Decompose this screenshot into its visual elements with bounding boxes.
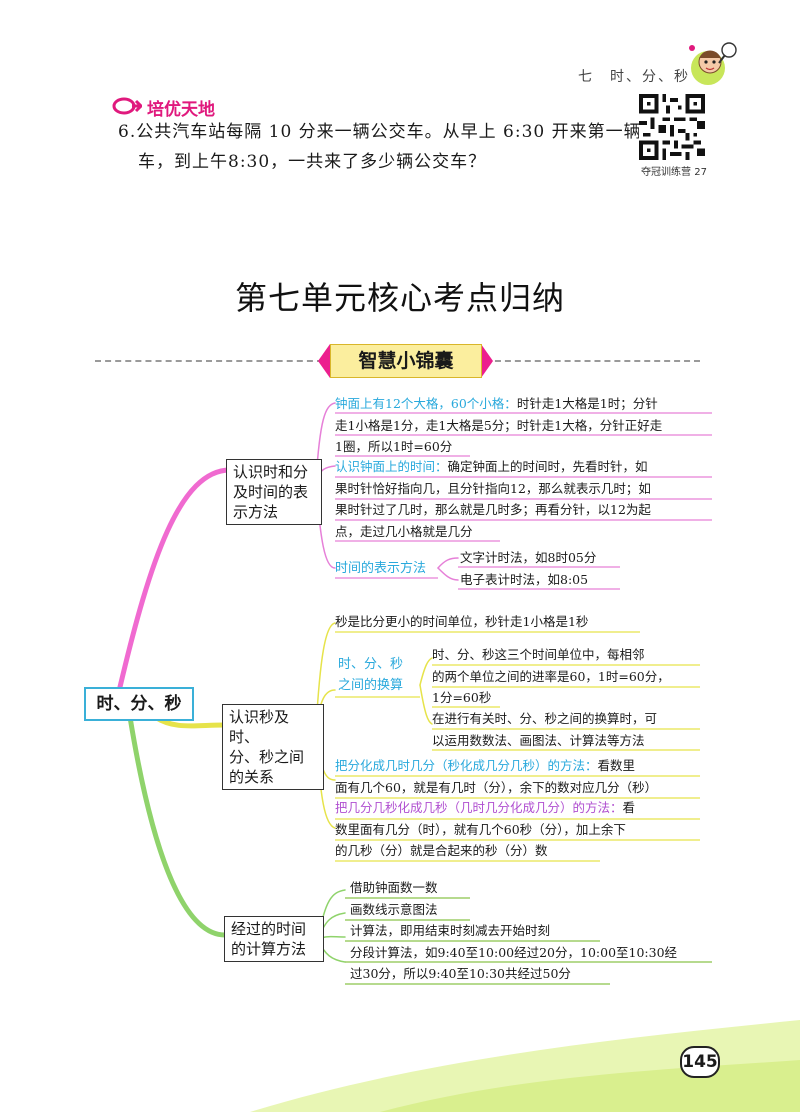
item-text: 面有几个60，就是有几时（分），余下的数对应几分（秒） xyxy=(335,779,658,795)
item-text: 的两个单位之间的进率是60，1时=60分， xyxy=(432,668,670,684)
branch-1-title-line: 认识时和分 xyxy=(233,463,309,481)
item-text: 时针走1大格是1时；分针 xyxy=(516,396,658,411)
item-label: 把几分几秒化成几秒（几时几分化成几分）的方法： xyxy=(335,800,623,815)
mindmap-root: 时、分、秒 xyxy=(84,687,194,721)
b1-item-1: 钟面上有12个大格，60个小格：时针走1大格是1时；分针 走1小格是1分，走1大… xyxy=(335,393,662,458)
item-text: 1圈，所以1时=60分 xyxy=(335,439,453,454)
divider-left xyxy=(95,360,323,362)
item-text: 确定钟面上的时间时，先看时针，如 xyxy=(447,459,648,474)
branch-1-title-line: 示方法 xyxy=(233,503,279,521)
item-label: 把分化成几时几分（秒化成几分几秒）的方法： xyxy=(335,758,598,773)
chapter-header: 七 时、分、秒 xyxy=(578,69,690,85)
b3-items: 借助钟面数一数 画数线示意图法 计算法，即用结束时刻减去开始时刻 分段计算法，如… xyxy=(350,877,677,985)
branch-node-3: 经过的时间 的计算方法 xyxy=(224,916,324,962)
page-number: 145 xyxy=(680,1046,720,1078)
section-title: 培优天地 xyxy=(147,100,215,120)
branch-1-title-line: 及时间的表 xyxy=(233,483,309,501)
item-text: 果时针过了几时，那么就是几时多；再看分针，以12为起 xyxy=(335,502,651,517)
b2-item-2-sub-2: 在进行有关时、分、秒之间的换算时，可 以运用数数法、画图法、计算法等方法 xyxy=(432,708,657,751)
b1-item-2: 认识钟面上的时间：确定钟面上的时间时，先看时针，如 果时针恰好指向几，且分针指向… xyxy=(335,456,651,542)
question-line-1: 6.公共汽车站每隔 10 分来一辆公交车。从早上 6:30 开来第一辆 xyxy=(118,122,642,142)
item-text: 在进行有关时、分、秒之间的换算时，可 xyxy=(432,711,658,726)
b1-item-3-subs: 文字计时法，如8时05分 电子表计时法，如8:05 xyxy=(460,547,596,590)
list-item: 画数线示意图法 xyxy=(350,901,438,917)
tips-banner: 智慧小锦囊 xyxy=(330,344,482,378)
branch-node-2: 认识秒及时、 分、秒之间 的关系 xyxy=(222,704,324,790)
item-text: 走1小格是1分，走1大格是5分；时针走1大格，分针正好走 xyxy=(335,417,663,433)
arrow-icon xyxy=(112,97,142,115)
branch-3-title-line: 的计算方法 xyxy=(231,940,307,958)
item-text: 以运用数数法、画图法、计算法等方法 xyxy=(432,732,645,748)
item-text: 点，走过几小格就是几分 xyxy=(335,523,473,539)
b2-item-3: 把分化成几时几分（秒化成几分几秒）的方法：看数里 面有几个60，就是有几时（分）… xyxy=(335,755,657,798)
b2-item-2-sub-1: 时、分、秒这三个时间单位中，每相邻 的两个单位之间的进率是60，1时=60分， … xyxy=(432,644,670,709)
b2-item-4: 把几分几秒化成几秒（几时几分化成几分）的方法：看 数里面有几分（时），就有几个6… xyxy=(335,797,635,862)
banner-left-tab xyxy=(318,344,330,378)
item-text: 文字计时法，如8时05分 xyxy=(460,550,597,565)
list-item: 计算法，即用结束时刻减去开始时刻 xyxy=(350,923,551,938)
b1-item-3-label: 时间的表示方法 xyxy=(335,561,427,576)
list-item: 借助钟面数一数 xyxy=(350,880,438,895)
qr-code-icon[interactable] xyxy=(638,94,706,160)
list-item: 分段计算法，如9:40至10:00经过20分，10:00至10:30经 xyxy=(350,944,678,960)
item-text: 看 xyxy=(622,800,636,815)
b2-item-1: 秒是比分更小的时间单位，秒针走1小格是1秒 xyxy=(335,614,589,629)
list-item: 过30分，所以9:40至10:30共经过50分 xyxy=(350,966,571,981)
banner-right-tab xyxy=(481,344,493,378)
b2-item-2-label: 时、分、秒 之间的换算 xyxy=(338,654,403,696)
item-label: 认识钟面上的时间： xyxy=(335,459,448,474)
item-text: 电子表计时法，如8:05 xyxy=(460,571,589,587)
item-text: 数里面有几分（时），就有几个60秒（分），加上余下 xyxy=(335,821,626,837)
qr-caption: 夺冠训练营 27 xyxy=(641,167,707,178)
unit-summary-title: 第七单元核心考点归纳 xyxy=(234,279,565,317)
question-line-2: 车，到上午8:30，一共来了多少辆公交车？ xyxy=(138,152,487,172)
branch-node-1: 认识时和分 及时间的表 示方法 xyxy=(226,459,322,525)
divider-right xyxy=(485,360,700,362)
item-text: 1分=60秒 xyxy=(432,690,492,705)
item-text: 看数里 xyxy=(597,758,636,773)
mascot-icon xyxy=(689,42,737,85)
item-label: 之间的换算 xyxy=(338,678,404,693)
branch-3-title-line: 经过的时间 xyxy=(231,920,307,938)
branch-2-title-line: 的关系 xyxy=(229,768,275,786)
item-text: 的几秒（分）就是合起来的秒（分）数 xyxy=(335,843,548,858)
item-label: 钟面上有12个大格，60个小格： xyxy=(335,396,517,411)
branch-2-title-line: 认识秒及时、 xyxy=(229,708,290,746)
item-label: 时、分、秒 xyxy=(338,657,404,672)
item-text: 时、分、秒这三个时间单位中，每相邻 xyxy=(432,647,645,662)
branch-2-title-line: 分、秒之间 xyxy=(229,748,305,766)
item-text: 果时针恰好指向几，且分针指向12，那么就表示几时；如 xyxy=(335,480,651,496)
